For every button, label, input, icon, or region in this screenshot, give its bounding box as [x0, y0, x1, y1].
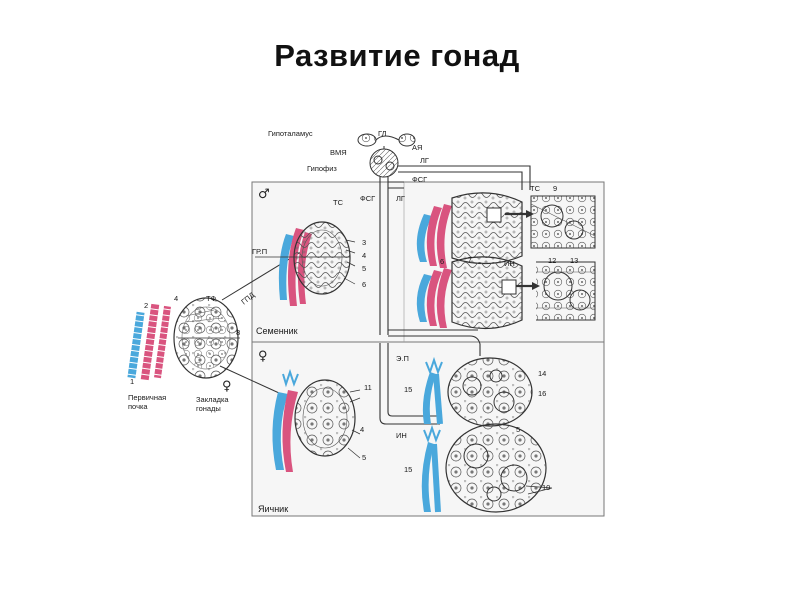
- label-gl: ГЛ: [378, 129, 387, 138]
- label-num-4-male: 4: [362, 251, 366, 260]
- label-num-12: 12: [548, 256, 556, 265]
- label-num-3: 3: [362, 238, 366, 247]
- label-hypothalamus: Гипоталамус: [268, 129, 313, 138]
- testis-ducts-upper: [416, 204, 452, 268]
- label-ep: Э.П: [396, 354, 409, 363]
- label-num-10: 10: [542, 483, 550, 492]
- label-num-5-lower: 5: [516, 425, 520, 434]
- ovary-ducts-left: [272, 368, 299, 472]
- female-symbol: ♀: [258, 349, 268, 364]
- early-ovary: [294, 379, 361, 459]
- label-primary-kidney-1: Первичная: [128, 393, 166, 402]
- label-gonad-anlage-1: Закладка: [196, 395, 229, 404]
- label-testis: Семенник: [256, 326, 298, 336]
- label-num-7: 7: [468, 255, 472, 264]
- label-grp: ГР.П: [252, 247, 267, 256]
- label-aya: АЯ: [412, 143, 422, 152]
- label-num-2: 2: [144, 301, 148, 310]
- label-num-16: 16: [538, 389, 546, 398]
- early-testis: [255, 221, 356, 295]
- label-num-14: 14: [538, 369, 546, 378]
- label-ts-right: ТС: [530, 184, 541, 193]
- slide-title: Развитие гонад: [274, 38, 520, 73]
- label-num-15-lower: 15: [404, 465, 412, 474]
- pituitary-complex: [357, 133, 416, 178]
- female-symbol-mid: ♀: [222, 379, 232, 394]
- label-ovary: Яичник: [258, 504, 288, 514]
- label-num-4-left: 4: [174, 294, 178, 303]
- label-ts-male: ТС: [333, 198, 344, 207]
- male-symbol: ♂: [258, 187, 270, 202]
- label-fsg-top: ФСГ: [412, 175, 427, 184]
- label-num-1: 1: [130, 377, 134, 386]
- ovary-lower: [445, 423, 553, 513]
- label-num-6-right: 6: [440, 257, 444, 266]
- label-num-15-upper: 15: [404, 385, 412, 394]
- label-gonad-anlage-2: гонады: [196, 404, 221, 413]
- label-pituitary: Гипофиз: [307, 164, 337, 173]
- label-in-ovary: ИН: [396, 431, 407, 440]
- gonad-anlage: [173, 297, 240, 379]
- ovary-ducts-lower: [421, 424, 441, 513]
- label-num-9: 9: [553, 184, 557, 193]
- label-tf: ТФ: [206, 294, 216, 303]
- testis-lower: [451, 256, 540, 330]
- seminiferous-zoom-upper: [530, 195, 596, 249]
- label-vmya: ВМЯ: [330, 148, 347, 157]
- label-fsg-male: ФСГ: [360, 194, 375, 203]
- hormone-pathways: [379, 165, 531, 425]
- label-num-5-ovary: 5: [362, 453, 366, 462]
- ovary-ducts-upper: [422, 356, 443, 425]
- label-in-right: ИН: [504, 259, 515, 268]
- testis-upper: [451, 192, 534, 265]
- primary-kidney-tubules: [127, 303, 171, 381]
- seminiferous-zoom-lower: [536, 261, 596, 321]
- testis-ducts-lower: [416, 268, 452, 328]
- label-num-4-ovary: 4: [360, 425, 364, 434]
- label-primary-kidney-2: почка: [128, 402, 148, 411]
- label-num-5-male: 5: [362, 264, 366, 273]
- label-num-8: 8: [236, 328, 240, 337]
- label-lg-top: ЛГ: [420, 156, 429, 165]
- ovary-upper: [447, 357, 533, 427]
- label-num-13: 13: [570, 256, 578, 265]
- label-num-11: 11: [364, 383, 372, 392]
- label-lg-male: ЛГ: [396, 194, 405, 203]
- label-num-6-male: 6: [362, 280, 366, 289]
